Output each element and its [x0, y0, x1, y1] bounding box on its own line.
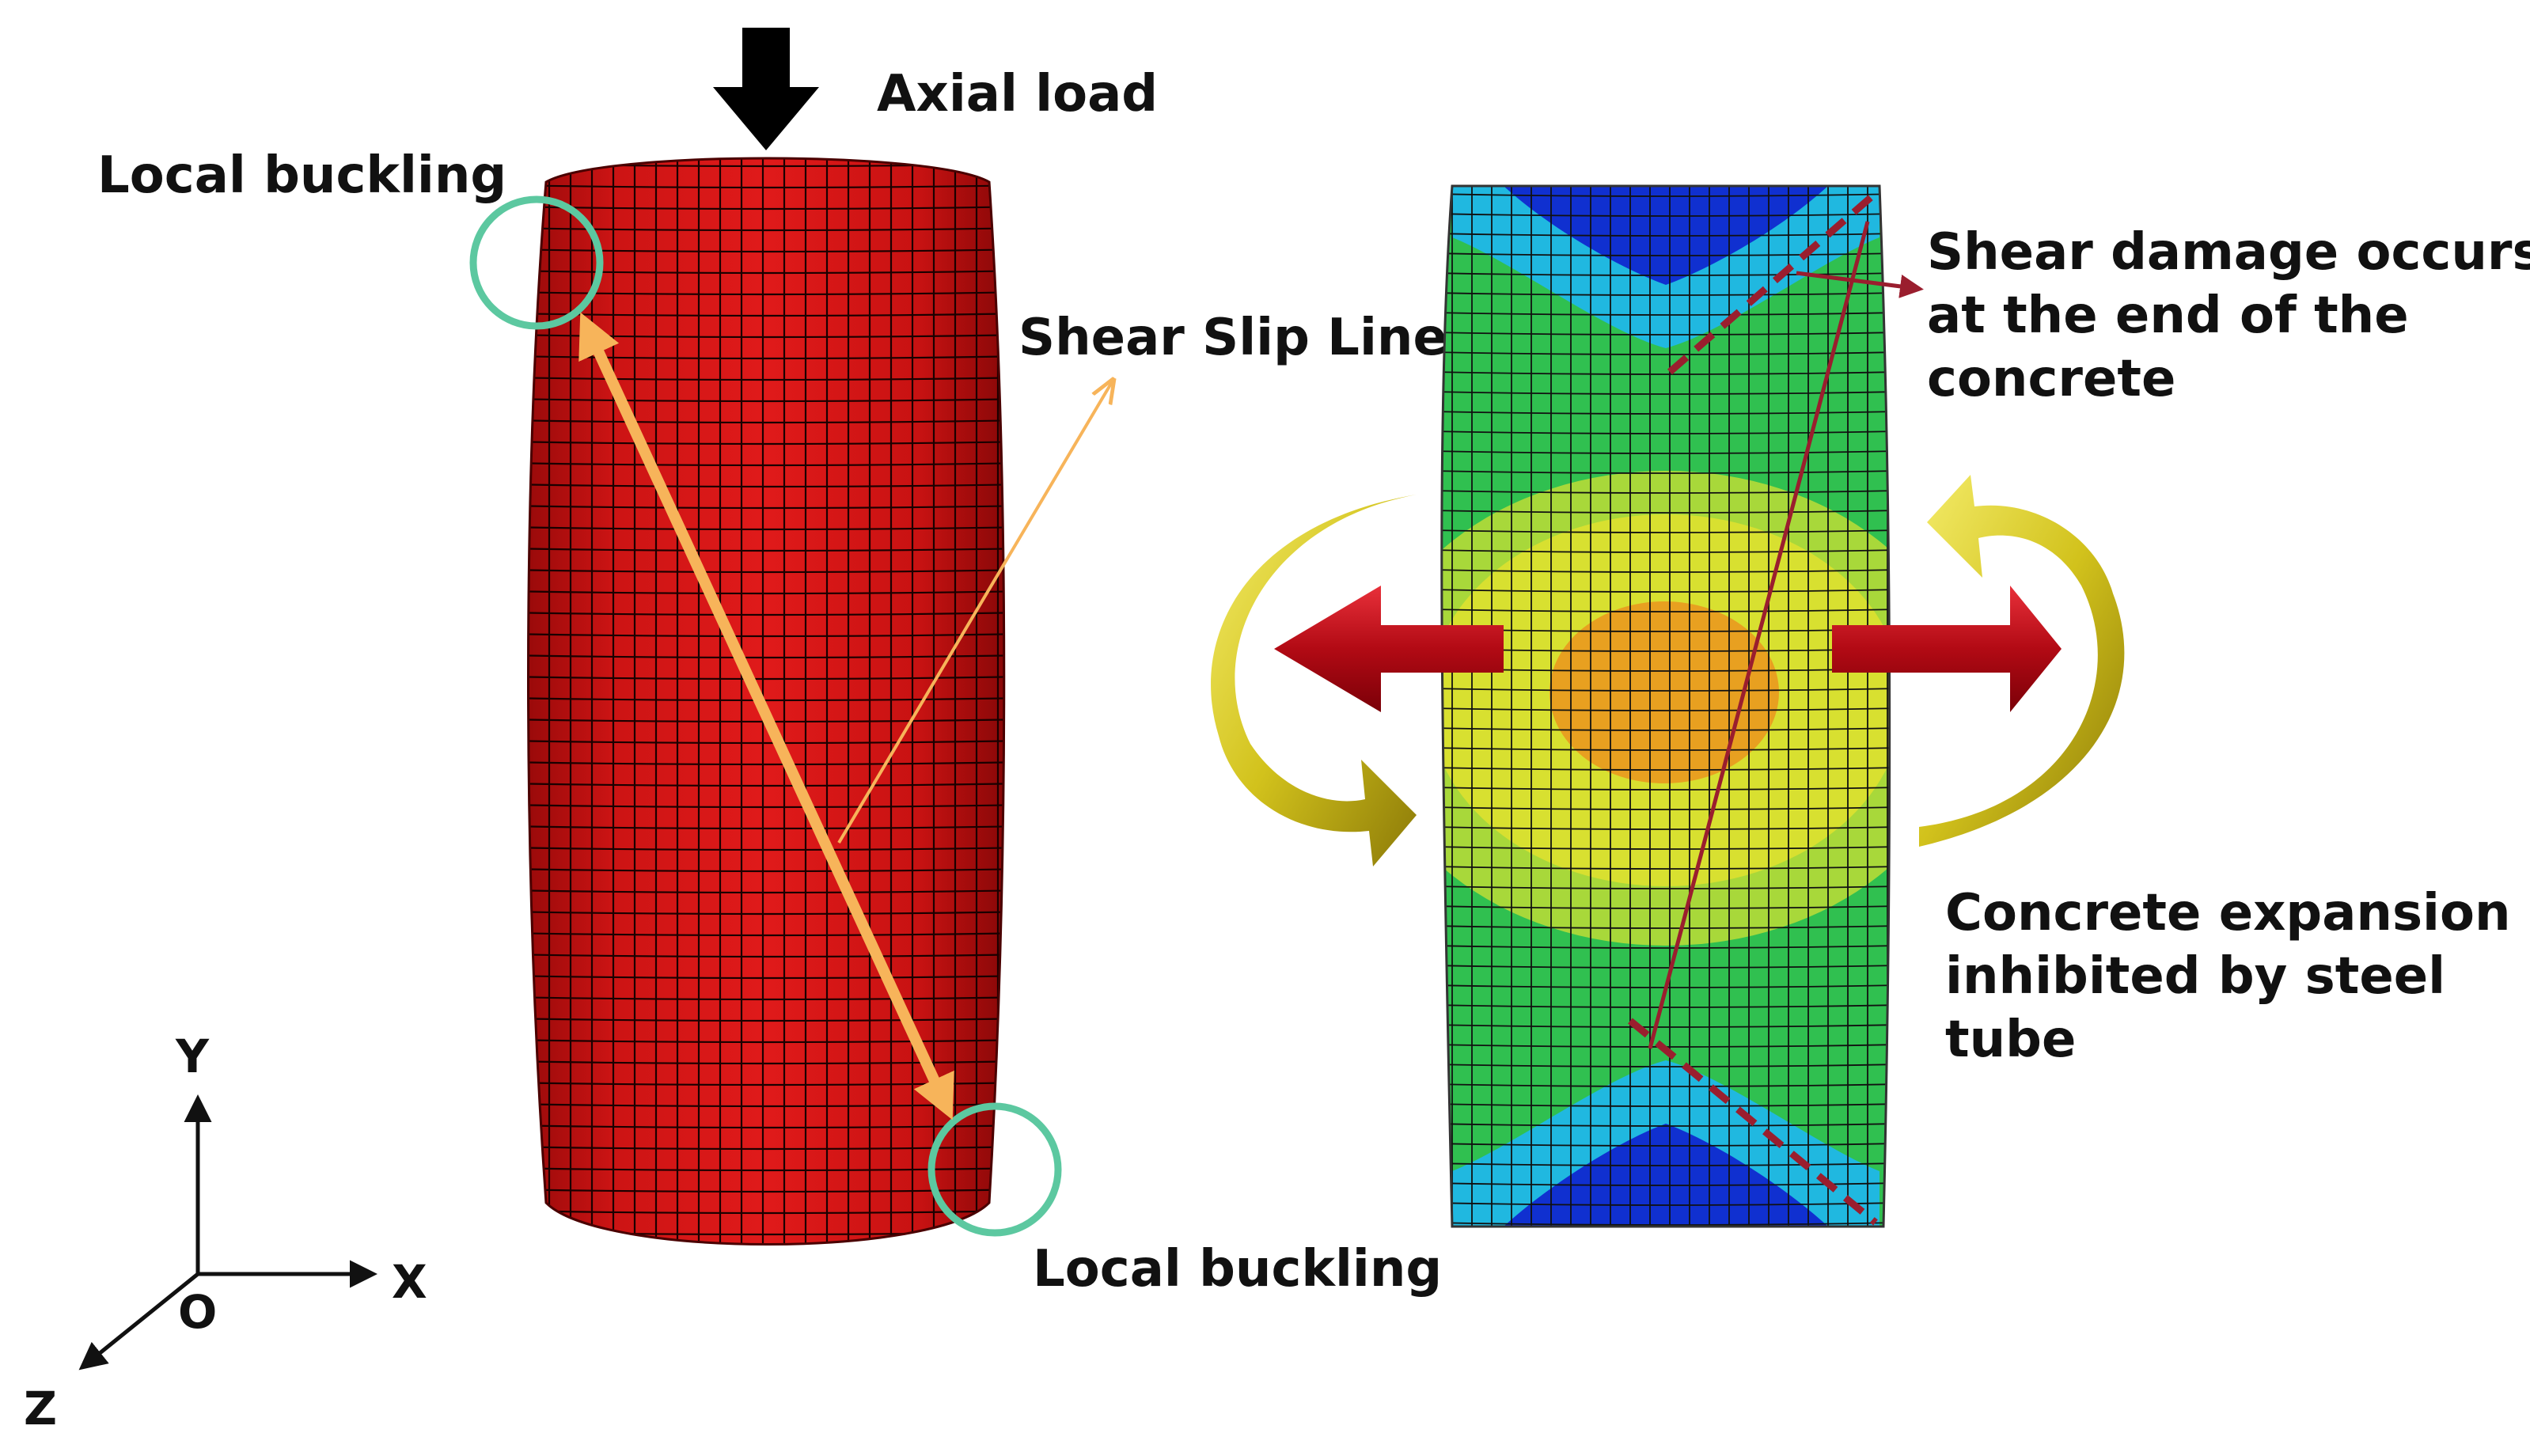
constraint-arrow-left — [1211, 495, 1417, 866]
damage-leader — [1796, 271, 1924, 298]
local-buckling-circle-top — [469, 195, 604, 330]
expansion-arrow-right — [1832, 586, 2062, 712]
mesh-line — [1441, 252, 1890, 256]
mesh-line — [1441, 470, 1890, 474]
mesh-line — [1441, 589, 1890, 593]
mesh-line — [1441, 826, 1890, 830]
constraint-arrow-right — [1919, 475, 2125, 847]
mesh-line — [1441, 569, 1890, 573]
mesh-line — [1441, 1143, 1890, 1147]
mesh-line — [1441, 411, 1890, 415]
mesh-line — [1441, 1064, 1890, 1067]
shear-damage-label-line2: at the end of the — [1927, 286, 2409, 345]
mesh-line — [1441, 371, 1890, 375]
mesh-line — [1441, 885, 1890, 889]
mesh-line — [1441, 688, 1890, 692]
concrete-expansion-label-line2: inhibited by steel — [1945, 947, 2445, 1006]
steel-tube-model — [506, 157, 1029, 1256]
mesh-line — [1441, 272, 1890, 276]
mesh-line — [1441, 1222, 1890, 1226]
mesh-line — [1441, 747, 1890, 751]
mesh-line — [1441, 1083, 1890, 1087]
mesh-line — [1441, 806, 1890, 810]
z-axis — [78, 1272, 199, 1371]
damage-dashed-top — [1667, 187, 1882, 375]
mesh-line — [1441, 193, 1890, 197]
mesh-line — [1441, 490, 1890, 494]
concrete-expansion-label-line1: Concrete expansion — [1945, 884, 2511, 942]
damage-dashed-bottom — [1628, 1018, 1878, 1226]
mesh-line — [1441, 905, 1890, 909]
mesh-line — [1441, 549, 1890, 553]
mesh-line — [1441, 727, 1890, 731]
mesh-line — [1441, 1202, 1890, 1206]
mesh-line — [1441, 925, 1890, 929]
mesh-line — [1441, 292, 1890, 296]
shear-damage-label-line1: Shear damage occurs — [1927, 223, 2530, 282]
local-buckling-bottom-label: Local buckling — [1033, 1240, 1442, 1299]
damage-diagonal-line — [1648, 221, 1870, 1049]
mesh-line — [1441, 1004, 1890, 1008]
mesh-line — [1441, 1103, 1890, 1107]
mesh-line — [1441, 450, 1890, 454]
mesh-line — [1441, 529, 1890, 533]
local-buckling-top-label: Local buckling — [97, 146, 506, 205]
coordinate-axes: Y X Z O — [24, 1029, 427, 1435]
mesh-line — [1432, 174, 1899, 176]
shear-slip-leader — [837, 382, 1112, 844]
mesh-line — [1441, 1162, 1890, 1166]
mesh-line — [1441, 1123, 1890, 1127]
mesh-line — [1441, 707, 1890, 711]
shear-slip-line-label: Shear Slip Line — [1018, 309, 1447, 367]
mesh-line — [1441, 510, 1890, 514]
mesh-line — [506, 1253, 1029, 1256]
z-axis-label: Z — [24, 1382, 57, 1435]
mesh-line — [1441, 866, 1890, 870]
axial-load-arrow — [713, 28, 819, 150]
mesh-line — [1441, 787, 1890, 791]
shear-slip-arrow — [578, 312, 954, 1120]
mesh-line — [1441, 965, 1890, 969]
concrete-contour — [1432, 174, 1899, 1245]
concrete-core-outline — [1440, 184, 1891, 1228]
mesh-line — [1441, 391, 1890, 395]
contour-blue-bottom — [1504, 1124, 1828, 1227]
mesh-line — [1441, 945, 1890, 949]
y-axis-label: Y — [175, 1029, 210, 1083]
concrete-expansion-label-line3: tube — [1945, 1010, 2076, 1069]
mesh-line — [1441, 233, 1890, 237]
mesh-line — [1441, 767, 1890, 771]
mesh-line — [1441, 846, 1890, 850]
mesh-line — [1441, 312, 1890, 316]
mesh-line — [1441, 213, 1890, 217]
local-buckling-circle-bottom — [927, 1102, 1062, 1237]
shear-damage-label-line3: concrete — [1927, 350, 2175, 408]
contour-orange-zone — [1549, 601, 1779, 783]
mesh-line — [1441, 609, 1890, 612]
concrete-core-model — [1432, 174, 1899, 1245]
mesh-line — [1441, 430, 1890, 434]
steel-tube-outline — [527, 157, 1006, 1246]
x-axis-label: X — [392, 1255, 427, 1309]
mesh-line — [1441, 1024, 1890, 1028]
expansion-arrow-left — [1274, 586, 1504, 712]
mesh-line — [1441, 332, 1890, 336]
axial-load-label: Axial load — [877, 65, 1158, 123]
mesh-line — [1432, 1242, 1899, 1245]
origin-label: O — [178, 1285, 217, 1339]
